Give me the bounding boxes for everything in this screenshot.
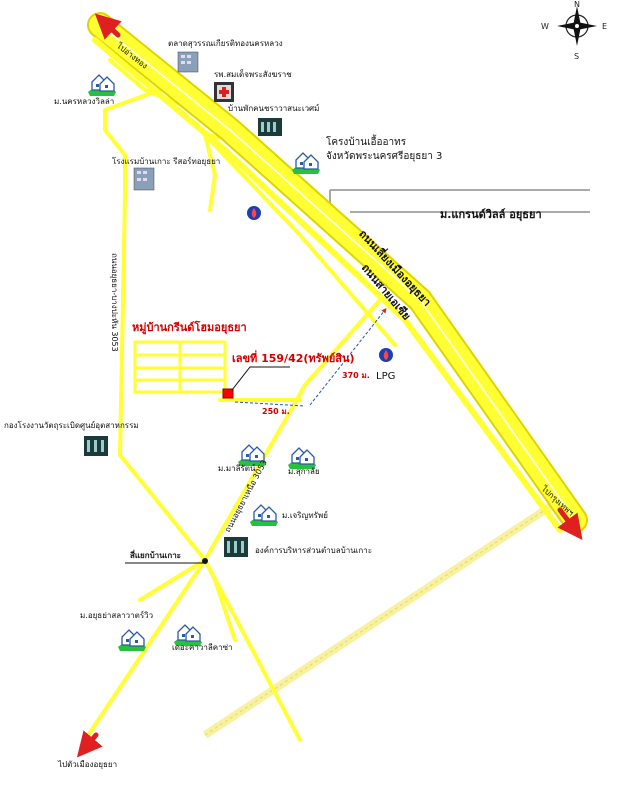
fuel-station-icon xyxy=(247,206,261,220)
house-icon xyxy=(118,629,146,651)
direction-arrows xyxy=(76,13,583,758)
military-building-icon xyxy=(84,436,108,456)
target-plot-marker xyxy=(222,388,234,399)
label-kasa: เดอะคาวาลีคาซ่า xyxy=(172,643,233,652)
label-left-road: ถนนอยุธยา-บางปะหัน 3053 xyxy=(110,253,119,352)
arrow-southeast xyxy=(557,507,583,540)
lpg-station-icon xyxy=(379,348,393,362)
plot-leader-line xyxy=(231,366,290,391)
label-lpg: LPG xyxy=(376,371,396,382)
label-housing-line1: โครงบ้านเอื้ออาทร xyxy=(326,137,407,148)
label-to-southwest: ไปตัวเมืองอยุธยา xyxy=(58,760,118,769)
market-building-icon xyxy=(177,51,199,73)
compass-south: S xyxy=(574,52,580,61)
label-resort: โรงแรมบ้านเกาะ รีสอร์ทอยุธยา xyxy=(112,157,221,166)
label-junction: สี่แยกบ้านเกาะ xyxy=(130,551,181,560)
label-lodge: บ้านพักคนชราวาสนะเวศม์ xyxy=(228,104,320,113)
arrow-southwest xyxy=(76,730,103,758)
admin-building-icon xyxy=(224,537,248,557)
hospital-icon xyxy=(214,82,234,102)
label-hospital: รพ.สมเด็จพระสังฆราช xyxy=(214,70,292,79)
label-plot: เลขที่ 159/42(ทรัพย์สิน) xyxy=(232,352,355,365)
label-housing-line2: จังหวัดพระนครศรีอยุธยา 3 xyxy=(326,151,443,162)
compass-east: E xyxy=(602,22,608,31)
house-icon xyxy=(250,504,278,526)
label-sukathai: ม.สุกาลัย xyxy=(288,467,320,476)
resort-building-icon xyxy=(133,167,155,191)
label-village-sw: ม.อยุธย่าสลาวาตร์วิว xyxy=(80,611,154,620)
compass-west: W xyxy=(541,22,549,31)
label-distance-250: 250 ม. xyxy=(262,407,290,416)
lodge-building-icon xyxy=(258,118,282,136)
house-icon xyxy=(238,444,266,466)
label-admin: องค์การบริหารส่วนตำบลบ้านเกาะ xyxy=(255,546,373,555)
compass-rose-icon xyxy=(557,6,597,46)
label-project: หมู่บ้านกรีนด์โฮมอยุธยา xyxy=(132,321,247,334)
house-icon xyxy=(288,447,316,469)
label-mali: ม.มาลีรัตน์ xyxy=(218,464,256,473)
main-highway xyxy=(87,12,588,533)
label-distance-370: 370 ม. xyxy=(342,371,370,380)
label-military: กองโรงงานวัตถุระเบิดศูนย์อุตสาหกรรม xyxy=(4,421,139,430)
label-grand-ville: ม.แกรนด์วิลล์ อยุธยา xyxy=(440,208,542,221)
label-charoen: ม.เจริญทรัพย์ xyxy=(282,511,328,520)
distance-guides xyxy=(234,308,387,407)
label-village-nw: ม.นครหลวงวิลล่า xyxy=(54,97,115,106)
housing-grid xyxy=(133,340,227,394)
compass-north: N xyxy=(574,0,580,9)
arrow-northwest xyxy=(94,13,122,40)
label-market: ตลาดสุวรรณเกียรติทองนครหลวง xyxy=(168,39,283,48)
house-icon xyxy=(88,74,116,96)
house-icon xyxy=(292,152,320,174)
house-icon xyxy=(174,624,202,646)
railway-line xyxy=(202,496,563,739)
